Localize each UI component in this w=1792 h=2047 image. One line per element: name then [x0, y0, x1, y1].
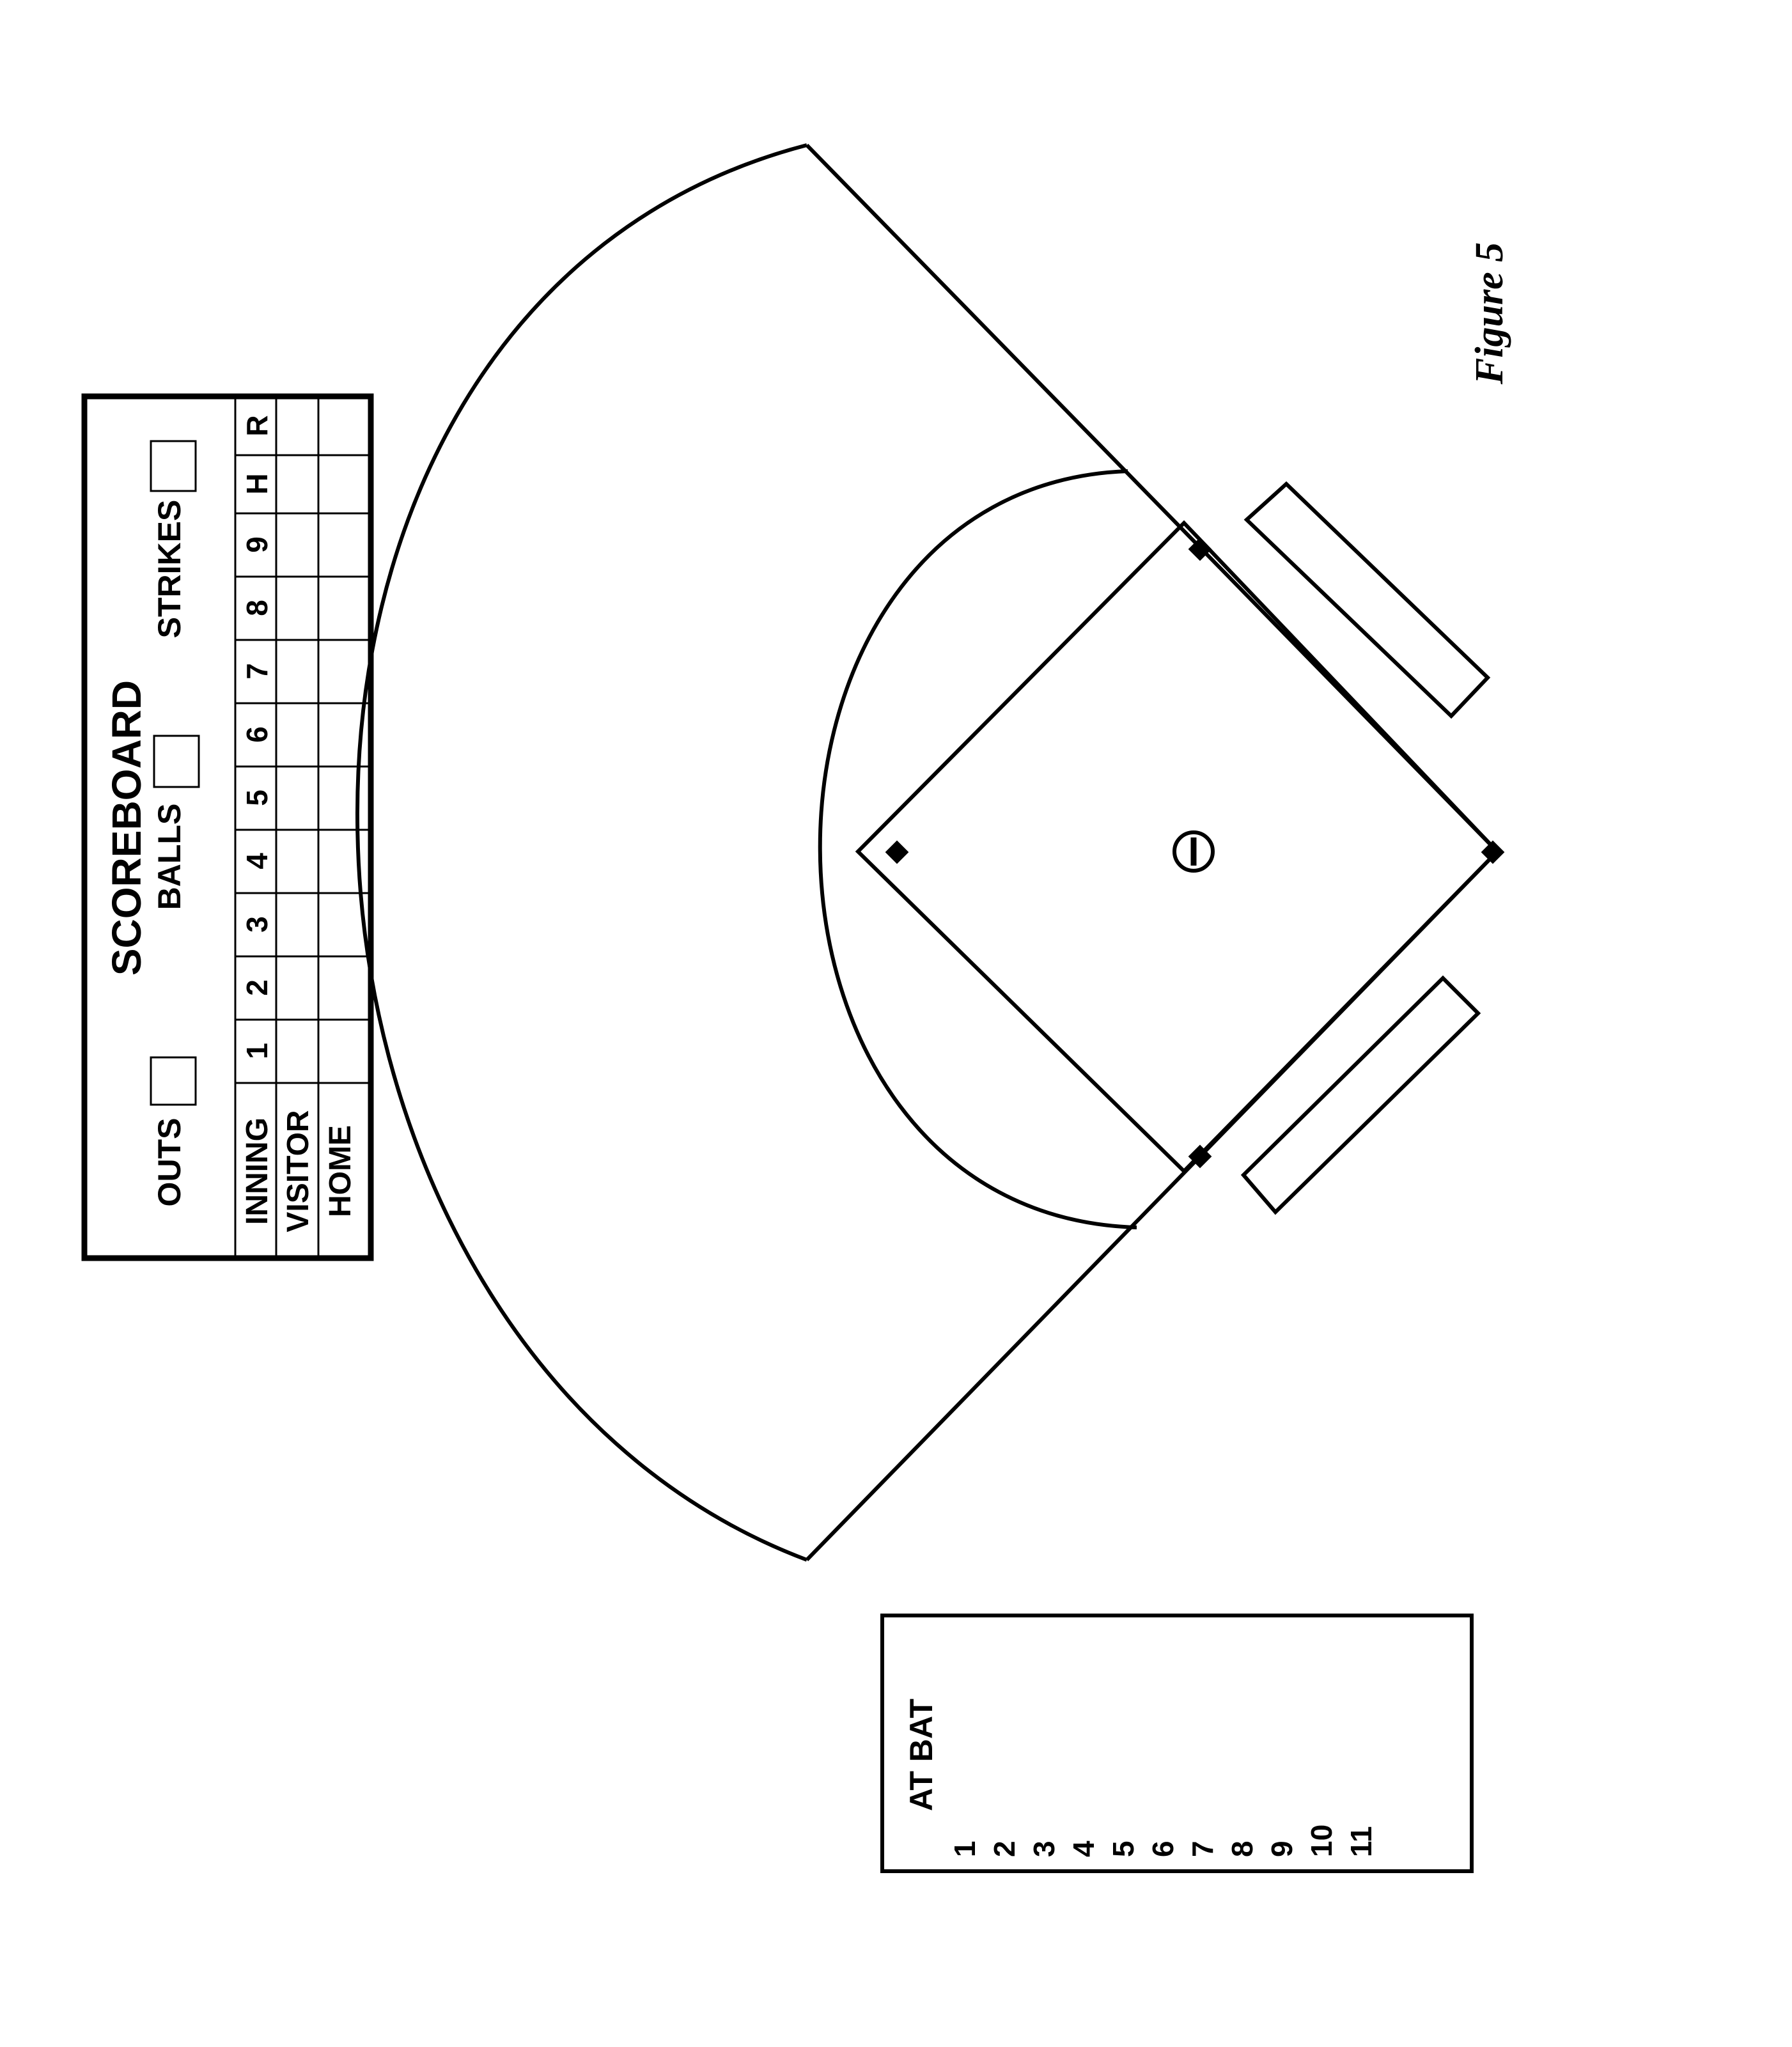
outs-box	[150, 1056, 197, 1106]
inning-column-3: 3	[240, 916, 274, 933]
outs-label: OUTS	[152, 1118, 187, 1207]
lineup-slot-4: 4	[1067, 1841, 1100, 1857]
lineup-slot-1: 1	[948, 1841, 981, 1857]
inning-column-7: 7	[240, 663, 274, 680]
strikes-box	[150, 440, 197, 492]
lineup-slot-10: 10	[1305, 1825, 1338, 1857]
inning-column-1: 1	[240, 1043, 274, 1059]
figure-label: Figure 5	[1468, 242, 1511, 385]
inning-column-6: 6	[240, 726, 274, 743]
pitchers-mound	[1173, 830, 1215, 873]
home-plate	[1481, 840, 1505, 864]
lineup-slot-5: 5	[1107, 1841, 1140, 1857]
visitor-row-label: VISITOR	[281, 1110, 315, 1232]
inning-column-9: 9	[240, 536, 274, 553]
third-base	[1188, 537, 1212, 561]
at-bat-frame	[880, 1614, 1474, 1873]
scoreboard-title: SCOREBOARD	[104, 680, 150, 976]
home-row-label: HOME	[323, 1125, 357, 1217]
inning-header: INNING	[240, 1117, 274, 1225]
lineup-slot-7: 7	[1186, 1841, 1219, 1857]
inning-column-8: 8	[240, 600, 274, 616]
base-paths	[855, 520, 1500, 1174]
bases	[885, 537, 1505, 1169]
inning-column-5: 5	[240, 790, 274, 806]
lineup-slot-3: 3	[1027, 1841, 1061, 1857]
balls-box	[153, 735, 200, 788]
second-base	[885, 840, 909, 864]
inning-column-2: 2	[240, 979, 274, 996]
baseball-field	[355, 143, 1500, 1562]
lineup-slot-2: 2	[988, 1841, 1021, 1857]
inning-columns: 1 2 3 4 5 6 7 8 9 H R	[240, 415, 274, 1059]
balls-label: BALLS	[152, 804, 187, 910]
lineup-slot-6: 6	[1146, 1841, 1180, 1857]
lineup-slot-8: 8	[1226, 1841, 1259, 1857]
dugout-top	[1243, 481, 1491, 719]
dugout-bottom	[1240, 975, 1481, 1215]
outfield-fence	[355, 143, 808, 1562]
lineup-slot-9: 9	[1265, 1841, 1298, 1857]
scoreboard-frame	[81, 393, 374, 1261]
inning-column-H: H	[240, 473, 274, 494]
lineup-slot-11: 11	[1344, 1826, 1378, 1857]
first-base	[1188, 1144, 1212, 1169]
scoreboard: SCOREBOARD OUTS BALLS STRIKES INNING VIS…	[81, 393, 374, 1261]
at-bat-title: AT BAT	[903, 1699, 939, 1811]
foul-line-top	[805, 143, 1499, 853]
inning-column-R: R	[240, 415, 274, 436]
infield-arc	[818, 469, 1137, 1229]
inning-column-4: 4	[240, 853, 274, 869]
strikes-label: STRIKES	[152, 500, 187, 639]
